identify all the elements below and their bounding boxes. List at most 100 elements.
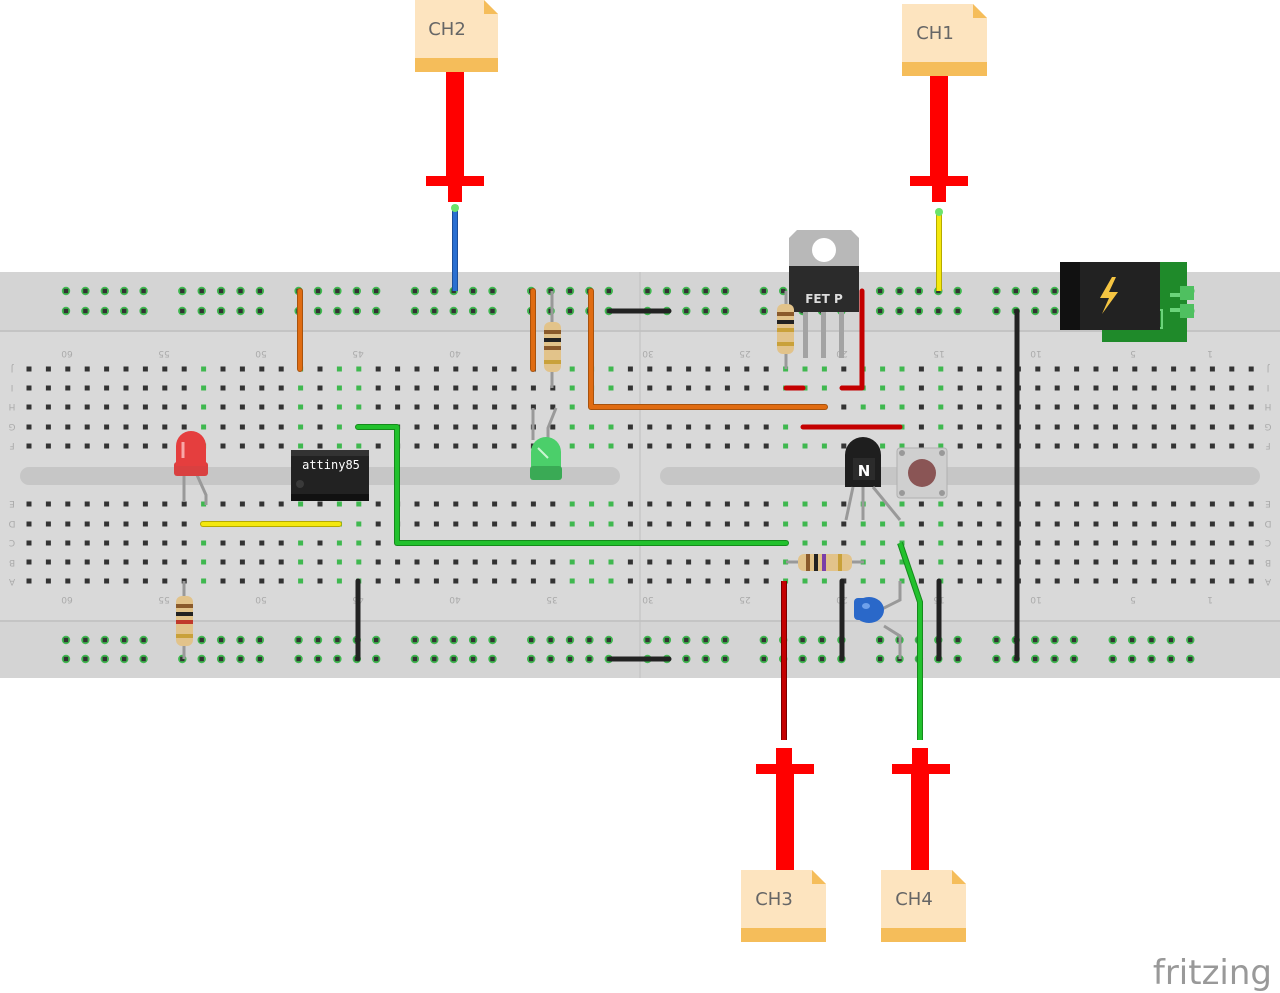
row-letter: A xyxy=(8,576,15,586)
breadboard-hole xyxy=(239,559,245,565)
rail-hole xyxy=(490,308,495,314)
breadboard-hole xyxy=(841,501,847,507)
breadboard-hole xyxy=(278,424,284,430)
breadboard-hole xyxy=(666,559,672,565)
rail-hole xyxy=(567,637,573,643)
row-letter: C xyxy=(1265,537,1271,547)
breadboard-hole xyxy=(724,578,730,584)
rail-hole xyxy=(897,308,902,314)
breadboard-hole xyxy=(162,578,168,584)
breadboard-hole xyxy=(860,521,866,527)
breadboard-hole xyxy=(201,385,207,391)
breadboard-hole xyxy=(511,521,517,527)
breadboard-hole xyxy=(453,501,459,507)
rail-hole xyxy=(490,637,495,643)
breadboard-hole xyxy=(1093,578,1099,584)
breadboard-hole xyxy=(841,366,847,372)
breadboard-hole xyxy=(550,521,556,527)
breadboard-hole xyxy=(239,385,245,391)
rail-hole xyxy=(199,637,204,643)
breadboard-hole xyxy=(336,404,342,410)
breadboard-hole xyxy=(45,501,51,507)
breadboard-hole xyxy=(511,501,517,507)
breadboard-hole xyxy=(1209,559,1215,565)
rail-hole xyxy=(63,656,69,662)
breadboard-hole xyxy=(957,578,963,584)
breadboard-hole xyxy=(860,578,866,584)
probe-label-ch2: CH2 xyxy=(428,19,466,40)
breadboard-hole xyxy=(1229,366,1235,372)
breadboard-hole xyxy=(123,404,129,410)
breadboard-hole xyxy=(65,424,71,430)
rail-hole xyxy=(63,288,69,294)
rail-hole xyxy=(684,637,689,643)
rail-hole xyxy=(567,656,573,662)
breadboard-hole xyxy=(433,385,439,391)
breadboard-hole xyxy=(492,404,498,410)
breadboard-hole xyxy=(1209,501,1215,507)
rail-hole xyxy=(470,637,476,643)
rail-hole xyxy=(374,288,379,294)
rail-hole xyxy=(703,637,708,643)
breadboard-hole xyxy=(530,521,536,527)
breadboard-hole xyxy=(433,366,439,372)
rail-hole xyxy=(199,656,204,662)
breadboard-hole xyxy=(938,540,944,546)
row-letter: J xyxy=(1267,363,1271,373)
breadboard-hole xyxy=(1229,559,1235,565)
lightning-icon xyxy=(1100,277,1118,314)
breadboard-hole xyxy=(142,521,148,527)
rail-hole xyxy=(567,288,573,294)
breadboard-hole xyxy=(1054,521,1060,527)
col-num: 35 xyxy=(546,594,557,604)
breadboard-hole xyxy=(918,385,924,391)
breadboard-hole xyxy=(1035,404,1041,410)
rail-hole xyxy=(296,637,301,643)
rail-hole xyxy=(1033,637,1038,643)
breadboard-hole xyxy=(1209,424,1215,430)
breadboard-hole xyxy=(375,521,381,527)
rail-hole xyxy=(315,656,321,662)
breadboard-hole xyxy=(763,521,769,527)
breadboard-hole xyxy=(1093,540,1099,546)
rail-hole xyxy=(412,288,418,294)
resistor-1 xyxy=(544,291,561,388)
rail-hole xyxy=(238,656,243,662)
breadboard-hole xyxy=(298,424,304,430)
rail-hole xyxy=(238,288,243,294)
breadboard-hole xyxy=(45,521,51,527)
breadboard-hole xyxy=(181,521,187,527)
breadboard-hole xyxy=(1035,501,1041,507)
breadboard-hole xyxy=(317,540,323,546)
col-num: 50 xyxy=(255,594,267,604)
breadboard-hole xyxy=(1132,404,1138,410)
breadboard-hole xyxy=(239,540,245,546)
breadboard-hole xyxy=(569,578,575,584)
breadboard-hole xyxy=(123,540,129,546)
npn-transistor: N xyxy=(844,437,902,521)
breadboard-hole xyxy=(181,559,187,565)
rail-hole xyxy=(529,656,534,662)
breadboard-hole xyxy=(1074,443,1080,449)
breadboard-hole xyxy=(938,521,944,527)
breadboard-hole xyxy=(686,501,692,507)
breadboard-hole xyxy=(181,366,187,372)
breadboard-hole xyxy=(938,385,944,391)
rail-hole xyxy=(529,637,534,643)
breadboard-hole xyxy=(511,559,517,565)
chip-label-attiny85: attiny85 xyxy=(302,458,360,472)
breadboard-hole xyxy=(414,385,420,391)
rail-hole xyxy=(567,308,573,314)
breadboard-hole xyxy=(511,424,517,430)
row-letter: E xyxy=(1265,498,1271,508)
breadboard-hole xyxy=(181,385,187,391)
breadboard-hole xyxy=(356,559,362,565)
breadboard-hole xyxy=(414,366,420,372)
breadboard-hole xyxy=(65,578,71,584)
breadboard-hole xyxy=(1171,443,1177,449)
breadboard-hole xyxy=(1112,424,1118,430)
probe-ch3: CH3 xyxy=(741,581,826,942)
probe-label-ch3: CH3 xyxy=(755,889,793,910)
breadboard-hole xyxy=(239,443,245,449)
breadboard-hole xyxy=(1229,578,1235,584)
